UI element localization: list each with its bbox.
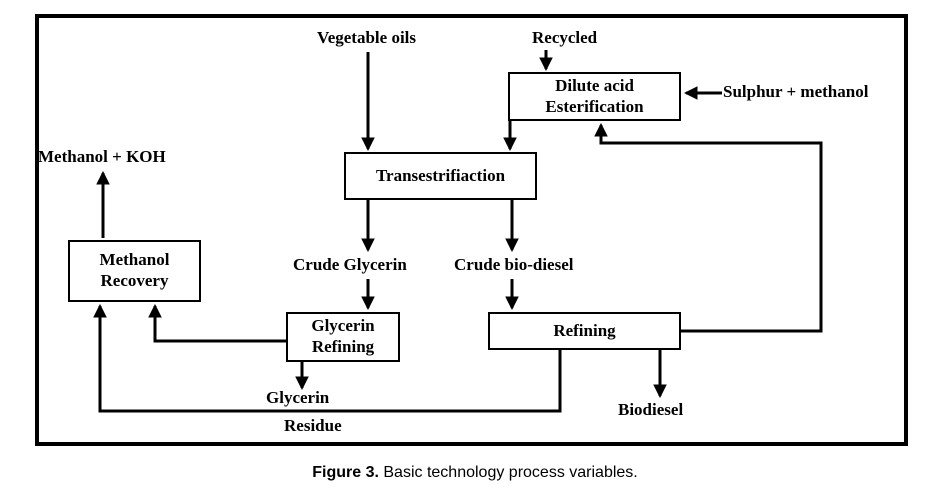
arrow-refining-residue-to-methanol-recovery	[93, 303, 562, 413]
label-glycerin: Glycerin	[266, 388, 330, 407]
label-methanol-koh: Methanol + KOH	[38, 147, 166, 166]
label-recycled: Recycled	[532, 28, 598, 47]
box-dilute-acid-esterification: Dilute acid Esterification	[508, 72, 681, 121]
figure-caption-text: Basic technology process variables.	[378, 464, 638, 481]
label-crude-biodiesel: Crude bio-diesel	[454, 255, 574, 274]
box-methanol-recovery: Methanol Recovery	[68, 240, 201, 302]
arrow-glycerin-refining-to-methanol-recovery	[148, 303, 286, 343]
label-residue: Residue	[284, 416, 342, 435]
box-methanol-recovery-label: Methanol Recovery	[99, 250, 170, 290]
label-vegetable-oils: Vegetable oils	[317, 28, 417, 47]
figure-caption-number: Figure 3.	[312, 464, 379, 481]
label-biodiesel: Biodiesel	[618, 400, 684, 419]
box-dilute-acid-esterification-label: Dilute acid Esterification	[545, 75, 644, 116]
box-glycerin-refining: Glycerin Refining	[286, 312, 400, 362]
arrow-refining-recycle-to-dilute-acid	[594, 122, 823, 333]
figure-caption: Figure 3. Basic technology process varia…	[0, 464, 950, 482]
box-refining-label: Refining	[553, 320, 616, 340]
box-glycerin-refining-label: Glycerin Refining	[311, 316, 375, 356]
box-transesterification-label: Transestrifiaction	[375, 165, 506, 185]
label-sulphur-methanol: Sulphur + methanol	[723, 82, 869, 101]
box-refining: Refining	[488, 312, 681, 350]
label-crude-glycerin: Crude Glycerin	[293, 255, 407, 274]
box-transesterification: Transestrifiaction	[344, 152, 537, 200]
diagram-frame	[35, 14, 908, 446]
